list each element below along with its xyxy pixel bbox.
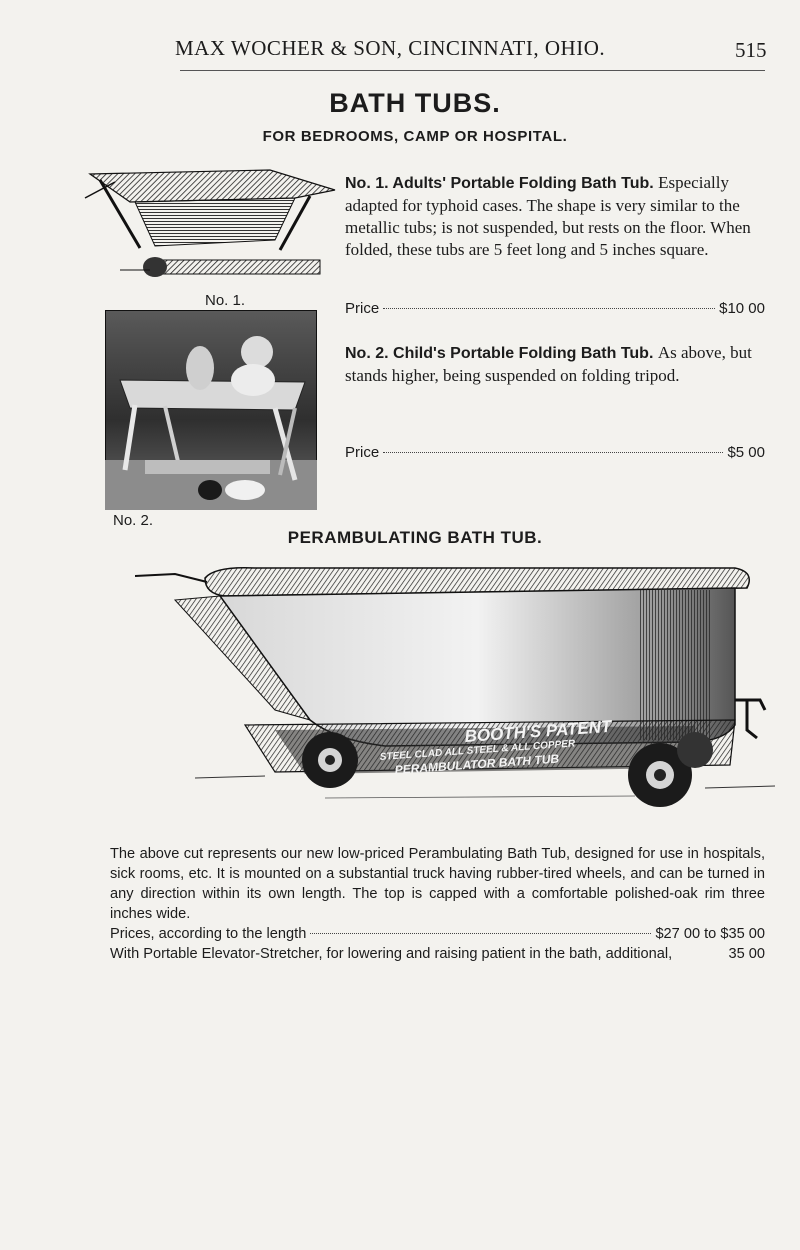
stretcher-price: 35 00 [728, 946, 765, 962]
page-number: 515 [735, 38, 767, 62]
perambulating-prices-row: Prices, according to the length $27 00 t… [110, 926, 765, 942]
leader-dots [383, 308, 716, 309]
perambulating-heading: PERAMBULATING BATH TUB. [287, 528, 543, 547]
page-subtitle: FOR BEDROOMS, CAMP OR HOSPITAL. [262, 128, 568, 145]
figure-label-1: No. 1. [205, 292, 246, 309]
leader-dots [310, 933, 652, 934]
item-2-text: As above, but stands higher, being suspe… [345, 343, 752, 385]
item-2-name: Child's Portable Folding Bath Tub. [393, 345, 654, 362]
stretcher-label: With Portable Elevator-Stretcher, for lo… [110, 946, 673, 962]
item-2-price-label: Price [345, 444, 380, 461]
figure-label-2: No. 2. [113, 512, 154, 529]
item-2-heading: No. 2. Child's Portable Folding Bath Tub… [345, 345, 658, 362]
item-2-price: $5 00 [727, 444, 765, 461]
item-1-price: $10 00 [719, 300, 765, 317]
perambulating-tub-illustration: BOOTH'S PATENT STEEL CLAD ALL STEEL & AL… [135, 566, 775, 807]
perambulating-description: The above cut represents our new low-pri… [110, 846, 765, 922]
item-1-price-line: Price $10 00 [345, 300, 765, 317]
item-1-description: No. 1. Adults' Portable Folding Bath Tub… [345, 172, 765, 261]
stretcher-row: With Portable Elevator-Stretcher, for lo… [110, 946, 765, 962]
adult-folding-tub-illustration [84, 169, 336, 277]
item-1-text: Especially adapted for typhoid cases. Th… [345, 173, 751, 259]
item-2-number: No. 2. [345, 345, 389, 362]
item-2-description: No. 2. Child's Portable Folding Bath Tub… [345, 342, 765, 387]
item-2-price-line: Price $5 00 [345, 444, 765, 461]
running-head: MAX WOCHER & SON, CINCINNATI, OHIO. [175, 36, 606, 60]
child-tub-photo [105, 310, 317, 510]
header-rule [180, 70, 765, 71]
item-1-name: Adults' Portable Folding Bath Tub. [392, 175, 654, 192]
item-1-heading: No. 1. Adults' Portable Folding Bath Tub… [345, 175, 658, 192]
prices-label: Prices, according to the length [110, 926, 307, 942]
prices-value: $27 00 to $35 00 [655, 926, 765, 942]
item-1-price-label: Price [345, 300, 380, 317]
item-1-number: No. 1. [345, 175, 389, 192]
leader-dots [383, 452, 724, 453]
page-title: BATH TUBS. [329, 88, 501, 118]
